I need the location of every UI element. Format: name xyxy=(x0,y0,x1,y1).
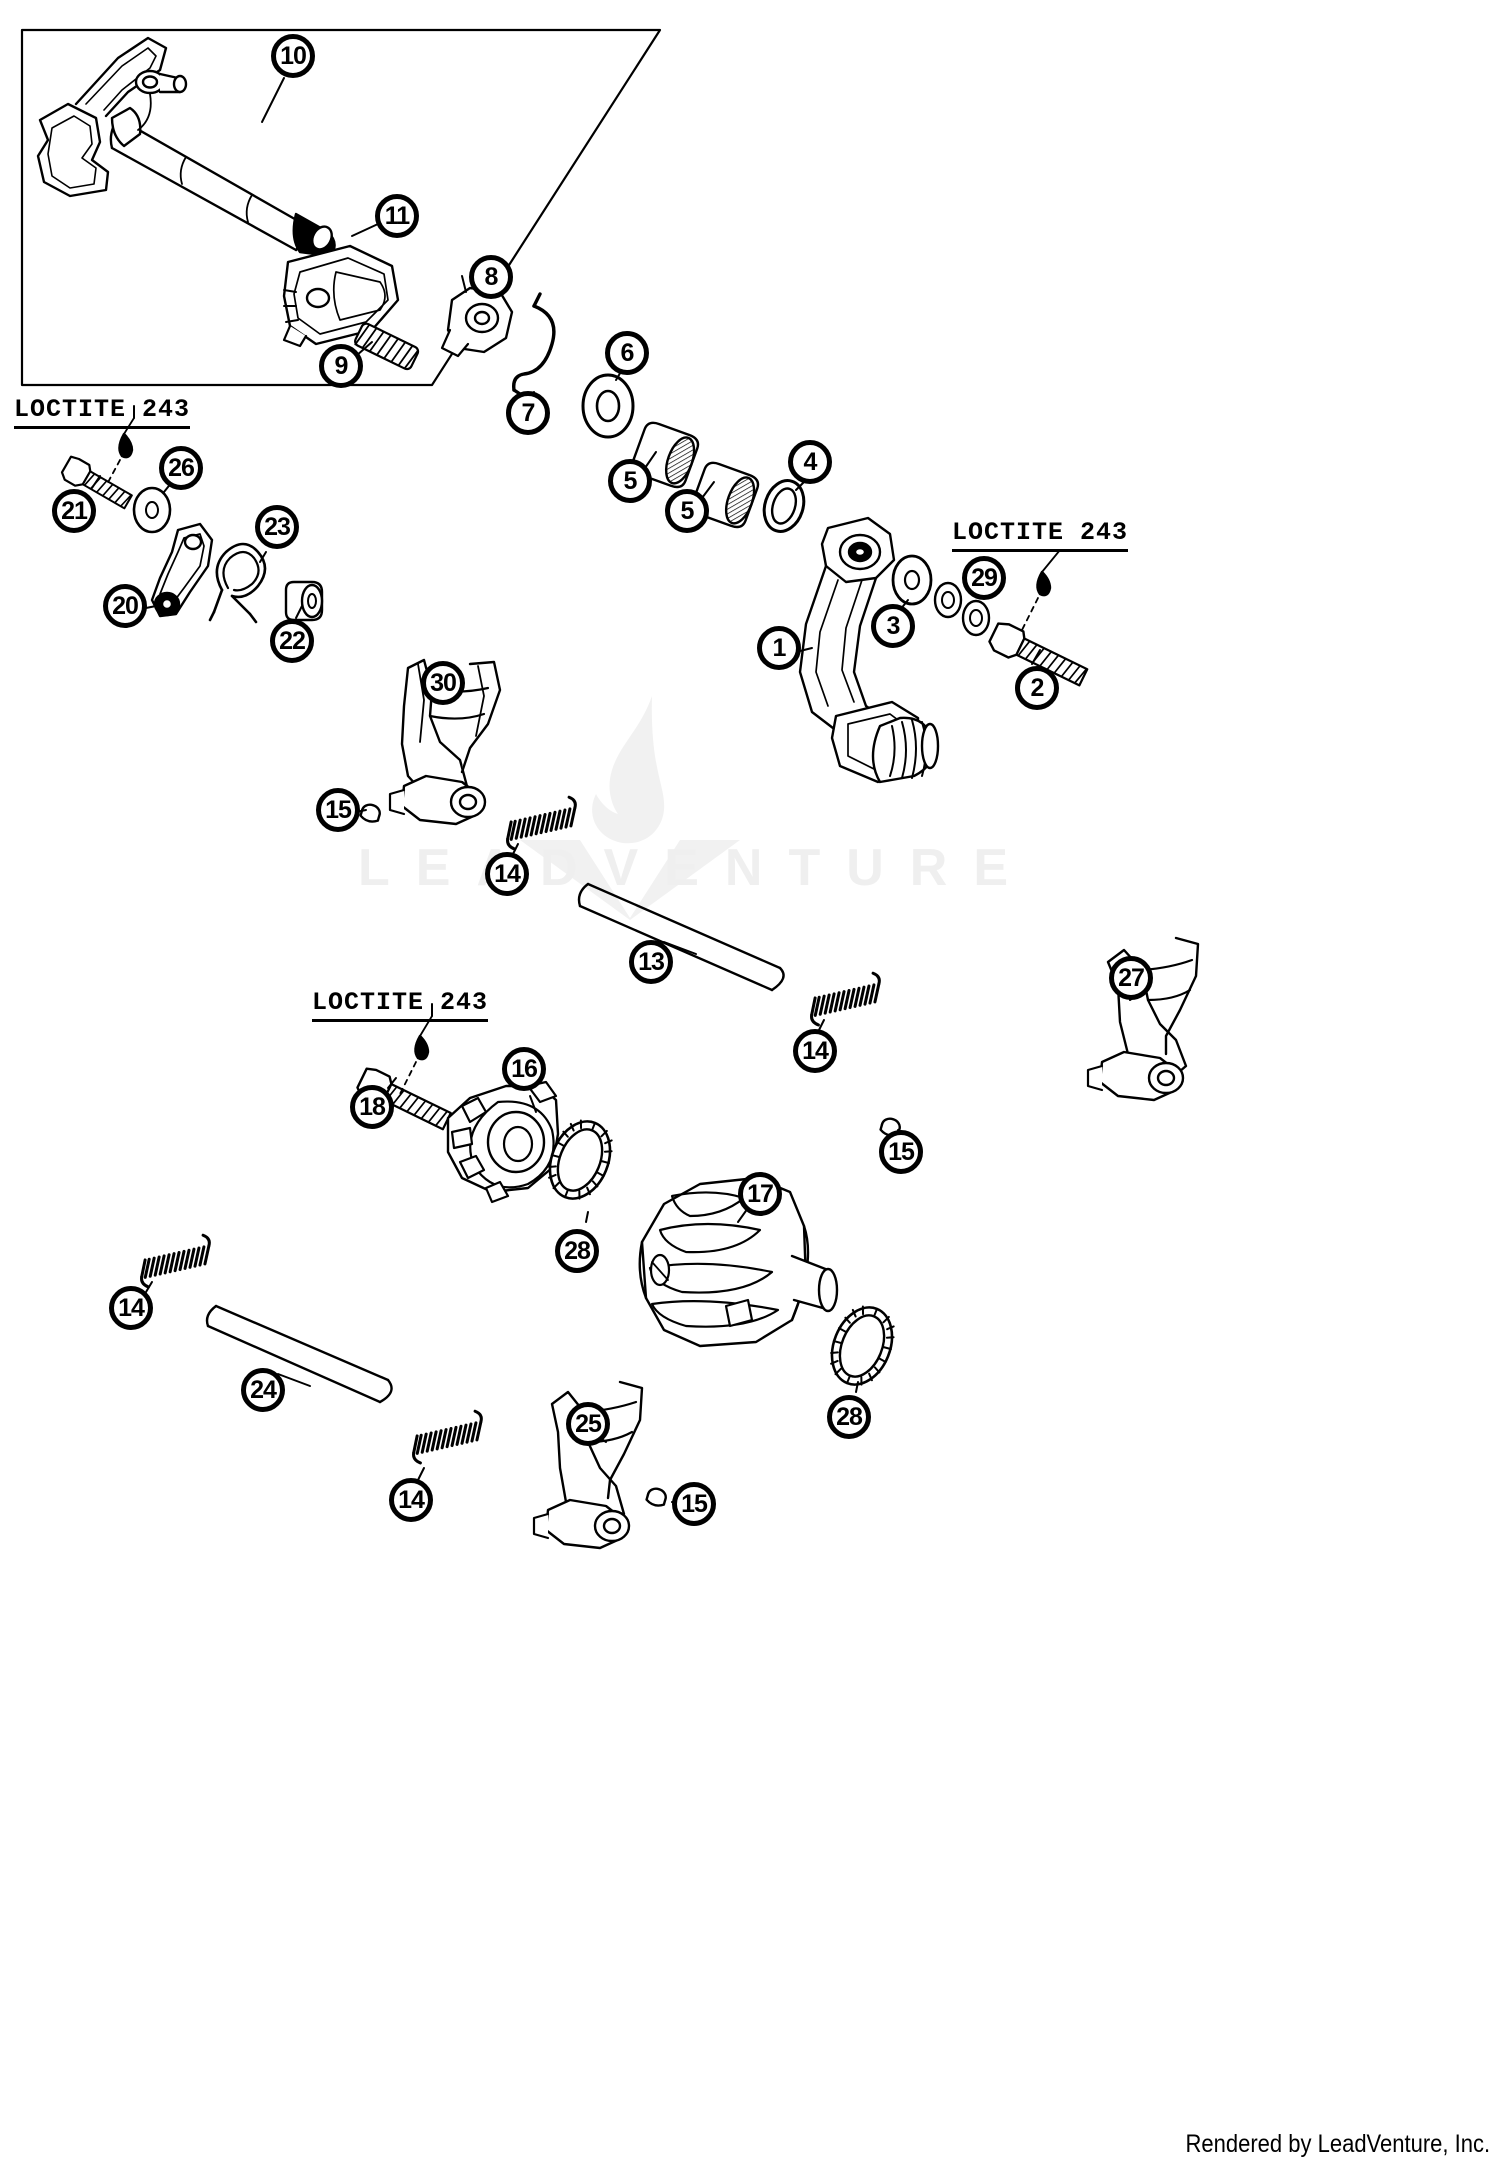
part-callout-15[interactable]: 15 xyxy=(879,1130,923,1174)
footer-credit: Rendered by LeadVenture, Inc. xyxy=(1185,2130,1490,2158)
part-callout-20[interactable]: 20 xyxy=(103,584,147,628)
part-callout-28[interactable]: 28 xyxy=(555,1229,599,1273)
part-callout-1[interactable]: 1 xyxy=(757,626,801,670)
part-callout-2[interactable]: 2 xyxy=(1015,666,1059,710)
part-callout-21[interactable]: 21 xyxy=(52,489,96,533)
part-callout-14[interactable]: 14 xyxy=(389,1478,433,1522)
part-callout-9[interactable]: 9 xyxy=(319,344,363,388)
part-callout-14[interactable]: 14 xyxy=(109,1286,153,1330)
part-callout-25[interactable]: 25 xyxy=(566,1402,610,1446)
part-callout-18[interactable]: 18 xyxy=(350,1085,394,1129)
part-callout-24[interactable]: 24 xyxy=(241,1368,285,1412)
part-callout-11[interactable]: 11 xyxy=(375,194,419,238)
part-callout-26[interactable]: 26 xyxy=(159,446,203,490)
leadventure-text-watermark: LEADVENTURE xyxy=(358,839,1035,897)
part-callout-6[interactable]: 6 xyxy=(605,331,649,375)
part-callout-5[interactable]: 5 xyxy=(608,459,652,503)
part-callout-8[interactable]: 8 xyxy=(469,255,513,299)
part-callout-16[interactable]: 16 xyxy=(502,1047,546,1091)
part-callout-27[interactable]: 27 xyxy=(1109,956,1153,1000)
part-callout-13[interactable]: 13 xyxy=(629,940,673,984)
part-callout-5[interactable]: 5 xyxy=(665,489,709,533)
loctite-note-top-right: LOCTITE 243 xyxy=(952,518,1129,552)
part-callout-10[interactable]: 10 xyxy=(271,34,315,78)
part-callout-3[interactable]: 3 xyxy=(871,604,915,648)
leadventure-logo-watermark xyxy=(500,690,760,955)
part-callout-28[interactable]: 28 xyxy=(827,1395,871,1439)
loctite-note-mid-left: LOCTITE 243 xyxy=(312,988,489,1022)
part-callout-15[interactable]: 15 xyxy=(672,1482,716,1526)
part-callout-22[interactable]: 22 xyxy=(270,619,314,663)
loctite-note-top-left: LOCTITE 243 xyxy=(14,395,191,429)
part-callout-14[interactable]: 14 xyxy=(485,852,529,896)
part-callout-7[interactable]: 7 xyxy=(506,391,550,435)
part-callout-23[interactable]: 23 xyxy=(255,505,299,549)
part-callout-17[interactable]: 17 xyxy=(738,1172,782,1216)
part-callout-4[interactable]: 4 xyxy=(788,440,832,484)
part-callout-30[interactable]: 30 xyxy=(421,661,465,705)
part-callout-14[interactable]: 14 xyxy=(793,1029,837,1073)
part-callout-15[interactable]: 15 xyxy=(316,788,360,832)
part-callout-29[interactable]: 29 xyxy=(962,556,1006,600)
